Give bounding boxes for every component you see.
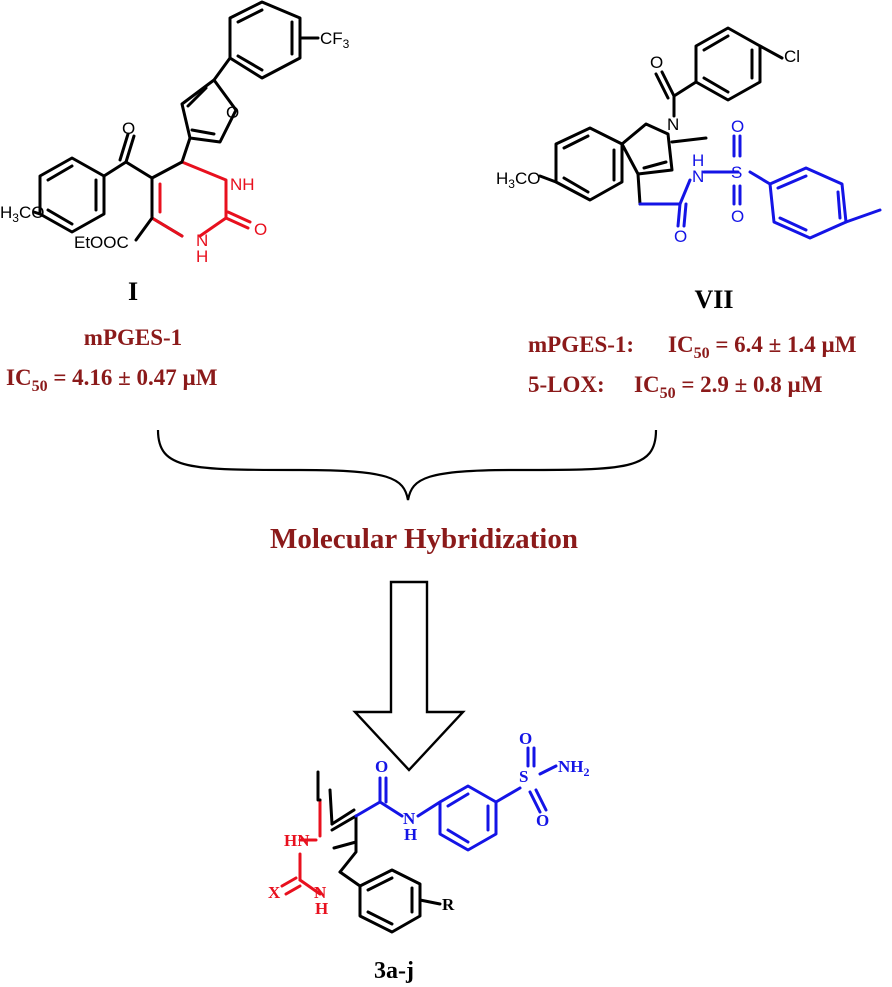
chlorophenyl-ring: [694, 26, 762, 102]
compound-3aj-atom-labels: O S O NH2 O N H HN X N H R: [268, 729, 590, 918]
strategy-label: Molecular Hybridization: [270, 523, 578, 555]
down-arrow: [352, 580, 466, 772]
amide-oxygen-3aj: O: [375, 757, 388, 776]
nh-top-label: NH: [230, 175, 255, 194]
methoxy-h-vii: H: [496, 169, 508, 188]
methoxy-h: H: [0, 203, 12, 222]
cf3-text: CF: [320, 29, 343, 48]
cf3-subscript: 3: [343, 37, 350, 51]
methoxy-co-vii: CO: [515, 169, 541, 188]
vii-activity-5lox: 5-LOX:IC50 = 2.9 ± 0.8 µM: [528, 372, 823, 402]
sulfur-label-3aj: S: [519, 767, 528, 786]
n-bottom-label-3aj: N: [314, 883, 327, 902]
n-bottom-label: N: [196, 231, 208, 250]
svg-text:H3CO: H3CO: [0, 203, 44, 225]
cf3-phenyl-ring: [228, 0, 302, 80]
r-substituent: R: [442, 895, 455, 914]
indole-pyrrole-ring: [620, 122, 674, 176]
merge-brace: [156, 429, 658, 501]
sulfamoylphenyl-ring: [438, 784, 498, 852]
urea-oxygen: O: [254, 220, 267, 239]
chlorine-label: Cl: [784, 47, 800, 66]
indole-benzene-ring: [554, 126, 624, 202]
amide-nitrogen: N: [403, 809, 416, 828]
furan-oxygen: O: [226, 103, 239, 122]
ketone-oxygen-vii: O: [650, 53, 663, 72]
sulfur-label: S: [731, 163, 742, 182]
vii-activity-mpges: mPGES-1:IC50 = 6.4 ± 1.4 µM: [528, 332, 857, 362]
compound-i-atom-labels: CF3 O O NH N H O H3CO EtOOC: [0, 29, 350, 266]
compound-i-structure: [32, 0, 320, 242]
amide-oxygen-vii: O: [674, 227, 687, 246]
hn-top-label: HN: [284, 831, 310, 850]
sulfonamide-h: H: [692, 151, 704, 170]
svg-text:CF3: CF3: [320, 29, 350, 51]
x-substituent: X: [268, 883, 281, 902]
compound-i-target: mPGES-1: [84, 325, 182, 350]
methoxy-subscript: 3: [12, 211, 19, 225]
sulfonamide-chain-blue: [638, 178, 692, 206]
methoxy-subscript-vii: 3: [508, 177, 515, 191]
aryl-r-ring: [358, 868, 422, 934]
sulfonyl-oxygen-bottom-3aj: O: [536, 811, 549, 830]
sulfonyl-oxygen-bottom: O: [731, 207, 744, 226]
ester-label: EtOOC: [74, 233, 129, 252]
furan-ring: [180, 78, 238, 144]
h-bottom-label-3aj: H: [315, 899, 328, 918]
amine-nh2: NH2: [558, 757, 590, 779]
methoxy-co: CO: [19, 203, 45, 222]
compound-3aj-structure: [280, 746, 558, 934]
tolyl-ring: [768, 166, 848, 240]
sulfonamide-n: N: [692, 167, 704, 186]
amide-hydrogen: H: [404, 825, 417, 844]
svg-text:H3CO: H3CO: [496, 169, 540, 191]
compound-vii-atom-labels: Cl O N H3CO H N S O O O: [496, 47, 800, 246]
h-bottom-label: H: [196, 247, 208, 266]
sulfonyl-oxygen-top-3aj: O: [519, 729, 532, 748]
compound-i-ic50: IC50 = 4.16 ± 0.47 µM: [6, 365, 218, 395]
compound-vii-structure: [538, 26, 882, 240]
methoxyphenyl-ring: [38, 156, 106, 234]
compound-i-label: I: [128, 277, 138, 306]
compound-3aj-label: 3a-j: [374, 958, 414, 984]
ketone-oxygen: O: [122, 119, 135, 138]
sulfonyl-oxygen-top: O: [731, 117, 744, 136]
compound-vii-label: VII: [694, 285, 733, 314]
dhpm-ring-red: [180, 160, 228, 238]
indole-nitrogen: N: [667, 115, 679, 134]
